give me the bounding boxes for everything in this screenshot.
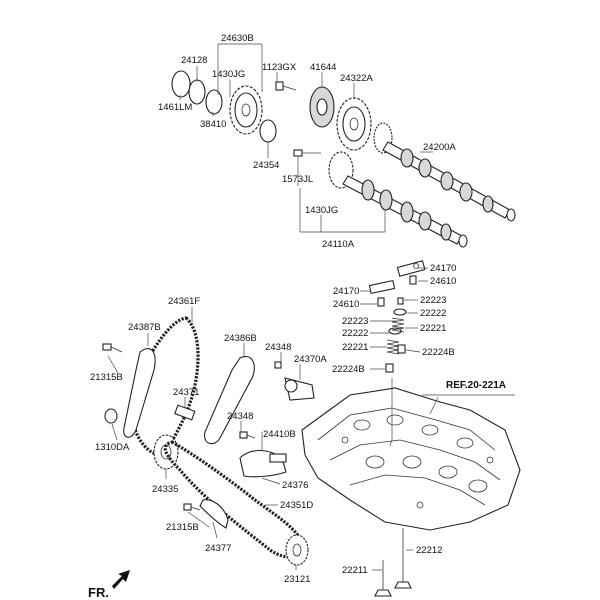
- intake-valve-22211: [374, 560, 392, 597]
- label-24351D: 24351D: [280, 500, 313, 511]
- label-41644: 41644: [310, 62, 336, 73]
- retainer-22222: [393, 308, 407, 316]
- label-22223-right: 22223: [420, 295, 446, 306]
- label-front: FR.: [88, 585, 109, 600]
- tensioner-arm-24386B: [203, 356, 255, 445]
- bolt-24348-lower: [239, 431, 256, 439]
- bolt-21315B-lower: [183, 503, 201, 511]
- camshaft-group: [171, 70, 516, 248]
- bolt-21315B-upper: [102, 343, 123, 353]
- pin-1573JL: [293, 149, 303, 157]
- label-24170-lower: 24170: [333, 286, 359, 297]
- label-24348-lower: 24348: [227, 411, 253, 422]
- label-22222-right: 22222: [420, 308, 446, 319]
- rocker-24170-upper: [396, 260, 426, 277]
- label-22212: 22212: [416, 545, 442, 556]
- label-21315B-upper: 21315B: [90, 372, 123, 383]
- label-22224B-left: 22224B: [332, 364, 365, 375]
- part-labels: 24630B 24128 1430JG 1123GX 41644 24322A …: [88, 33, 506, 600]
- label-ref-cylinder-head: REF.20-221A: [446, 380, 506, 391]
- label-24361F: 24361F: [168, 296, 200, 307]
- retainer-22222-lower: [388, 327, 402, 335]
- label-1430JG-lower: 1430JG: [305, 205, 338, 216]
- exhaust-valve-22212: [394, 528, 412, 589]
- label-24348-upper: 24348: [265, 342, 291, 353]
- sprocket-24322A: [336, 97, 372, 151]
- label-1310DA: 1310DA: [95, 442, 130, 453]
- label-22221-right: 22221: [420, 323, 446, 334]
- label-24387B: 24387B: [128, 322, 161, 333]
- label-21315B-lower: 21315B: [166, 522, 199, 533]
- front-direction-arrow: [112, 570, 130, 589]
- label-24110A: 24110A: [322, 239, 355, 250]
- label-22222-left: 22222: [342, 328, 368, 339]
- chain-guide-24387B: [123, 348, 156, 438]
- seal-1310DA: [104, 408, 118, 424]
- label-24610-lower: 24610: [333, 299, 359, 310]
- label-24354: 24354: [253, 160, 279, 171]
- label-24200A: 24200A: [423, 142, 456, 153]
- valve-spring-22221-lower: [386, 339, 400, 355]
- label-24370A: 24370A: [294, 354, 327, 365]
- label-24371: 24371: [173, 387, 199, 398]
- label-24128: 24128: [181, 55, 207, 66]
- leader-lines-top: [179, 43, 433, 233]
- seal-22224B-upper: [397, 344, 406, 354]
- label-1123GX: 1123GX: [262, 62, 297, 73]
- guide-24377: [199, 499, 229, 529]
- label-24376: 24376: [282, 480, 308, 491]
- label-24170-upper: 24170: [430, 263, 456, 274]
- lash-adjuster-24610-upper: [409, 275, 417, 285]
- rocker-24170-lower: [368, 279, 396, 295]
- label-23121: 23121: [284, 574, 310, 585]
- bolt-1123GX: [275, 81, 297, 91]
- label-24386B: 24386B: [224, 333, 257, 344]
- valve-cotter-22223: [397, 297, 404, 305]
- lash-adjuster-24610-lower: [377, 297, 385, 307]
- tensioner-24410B: [239, 449, 287, 478]
- camshaft-24110A: [328, 151, 468, 248]
- label-22211: 22211: [342, 565, 368, 576]
- seal-22224B-lower: [385, 363, 394, 373]
- snap-ring-1461LM: [171, 70, 191, 98]
- snap-ring-24354: [259, 119, 277, 143]
- label-22221-left: 22221: [342, 342, 368, 353]
- label-1430JG-upper: 1430JG: [212, 69, 245, 80]
- label-24322A: 24322A: [340, 73, 373, 84]
- label-24377: 24377: [205, 543, 231, 554]
- cvvt-sprocket-24630B: [229, 85, 263, 135]
- label-22223-left: 22223: [342, 316, 368, 327]
- label-22224B-right: 22224B: [422, 347, 455, 358]
- label-1573JL: 1573JL: [282, 174, 313, 185]
- timing-chain-group: [102, 316, 315, 566]
- plate-41644: [309, 86, 335, 128]
- seal-38410: [205, 89, 223, 115]
- pin-24371: [174, 404, 196, 421]
- label-1461LM: 1461LM: [158, 102, 192, 113]
- label-24630B: 24630B: [221, 33, 254, 44]
- label-38410: 38410: [200, 119, 226, 130]
- leader-lines-valve: [360, 267, 428, 370]
- bolt-24348-upper: [274, 361, 282, 369]
- valve-group: [368, 260, 426, 373]
- cylinder-head: [301, 378, 521, 597]
- label-24410B: 24410B: [263, 429, 296, 440]
- tensioner-24370A: [284, 377, 315, 401]
- sprocket-23121: [285, 534, 309, 566]
- label-24610-upper: 24610: [430, 276, 456, 287]
- o-ring-24128: [188, 79, 206, 105]
- camshaft-24200A: [373, 122, 516, 222]
- leader-lines-chain: [107, 307, 301, 570]
- label-24335: 24335: [152, 484, 178, 495]
- valve-spring-22221-upper: [391, 317, 405, 333]
